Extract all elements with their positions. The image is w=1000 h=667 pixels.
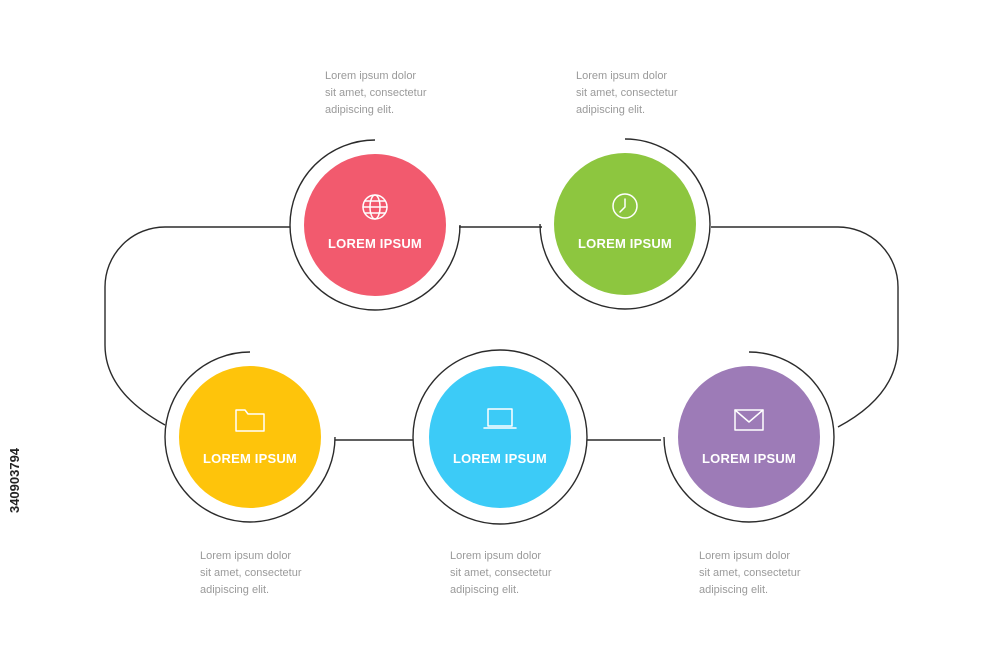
step-5-description-line: sit amet, consectetur [699,567,801,579]
step-2-description-line: adipiscing elit. [576,104,646,116]
connector-line [104,226,899,441]
stock-id: 340903794 [0,420,30,540]
step-5-description-line: adipiscing elit. [699,584,769,596]
step-3-description: Lorem ipsum dolor sit amet, consectetur … [200,548,360,599]
step-3-circle [179,366,321,508]
step-1-description-line: adipiscing elit. [325,104,395,116]
ring-4 [412,349,588,525]
step-4-description: Lorem ipsum dolor sit amet, consectetur … [450,548,610,599]
ring-3 [164,351,336,523]
step-4-label: LOREM IPSUM [453,451,547,466]
step-2-description-line: sit amet, consectetur [576,87,678,99]
step-1-description-line: sit amet, consectetur [325,87,427,99]
step-4-circle [429,366,571,508]
globe-icon [362,194,388,220]
step-5-label: LOREM IPSUM [702,451,796,466]
step-5-description-line: Lorem ipsum dolor [699,550,791,562]
step-4-description-line: adipiscing elit. [450,584,520,596]
ring-1 [289,139,461,311]
step-4-description-line: sit amet, consectetur [450,567,552,579]
step-2-label: LOREM IPSUM [578,236,672,251]
step-2-circle [554,153,696,295]
laptop-icon [483,408,517,429]
stock-id-text: 340903794 [7,447,23,513]
envelope-icon [734,409,764,431]
step-3-description-line: Lorem ipsum dolor [200,550,292,562]
step-2-description: Lorem ipsum dolor sit amet, consectetur … [576,68,736,119]
outer-rings [164,138,835,525]
step-1-description-line: Lorem ipsum dolor [325,70,417,82]
step-1-description: Lorem ipsum dolor sit amet, consectetur … [325,68,485,119]
step-5-description: Lorem ipsum dolor sit amet, consectetur … [699,548,859,599]
ring-5 [663,351,835,523]
step-4-description-line: Lorem ipsum dolor [450,550,542,562]
step-circles [179,153,820,508]
step-1-label: LOREM IPSUM [328,236,422,251]
step-3-description-line: adipiscing elit. [200,584,270,596]
step-3-description-line: sit amet, consectetur [200,567,302,579]
clock-icon [612,193,638,219]
folder-icon [235,409,265,432]
step-2-description-line: Lorem ipsum dolor [576,70,668,82]
ring-2 [539,138,711,310]
step-5-circle [678,366,820,508]
step-3-label: LOREM IPSUM [203,451,297,466]
step-1-circle [304,154,446,296]
